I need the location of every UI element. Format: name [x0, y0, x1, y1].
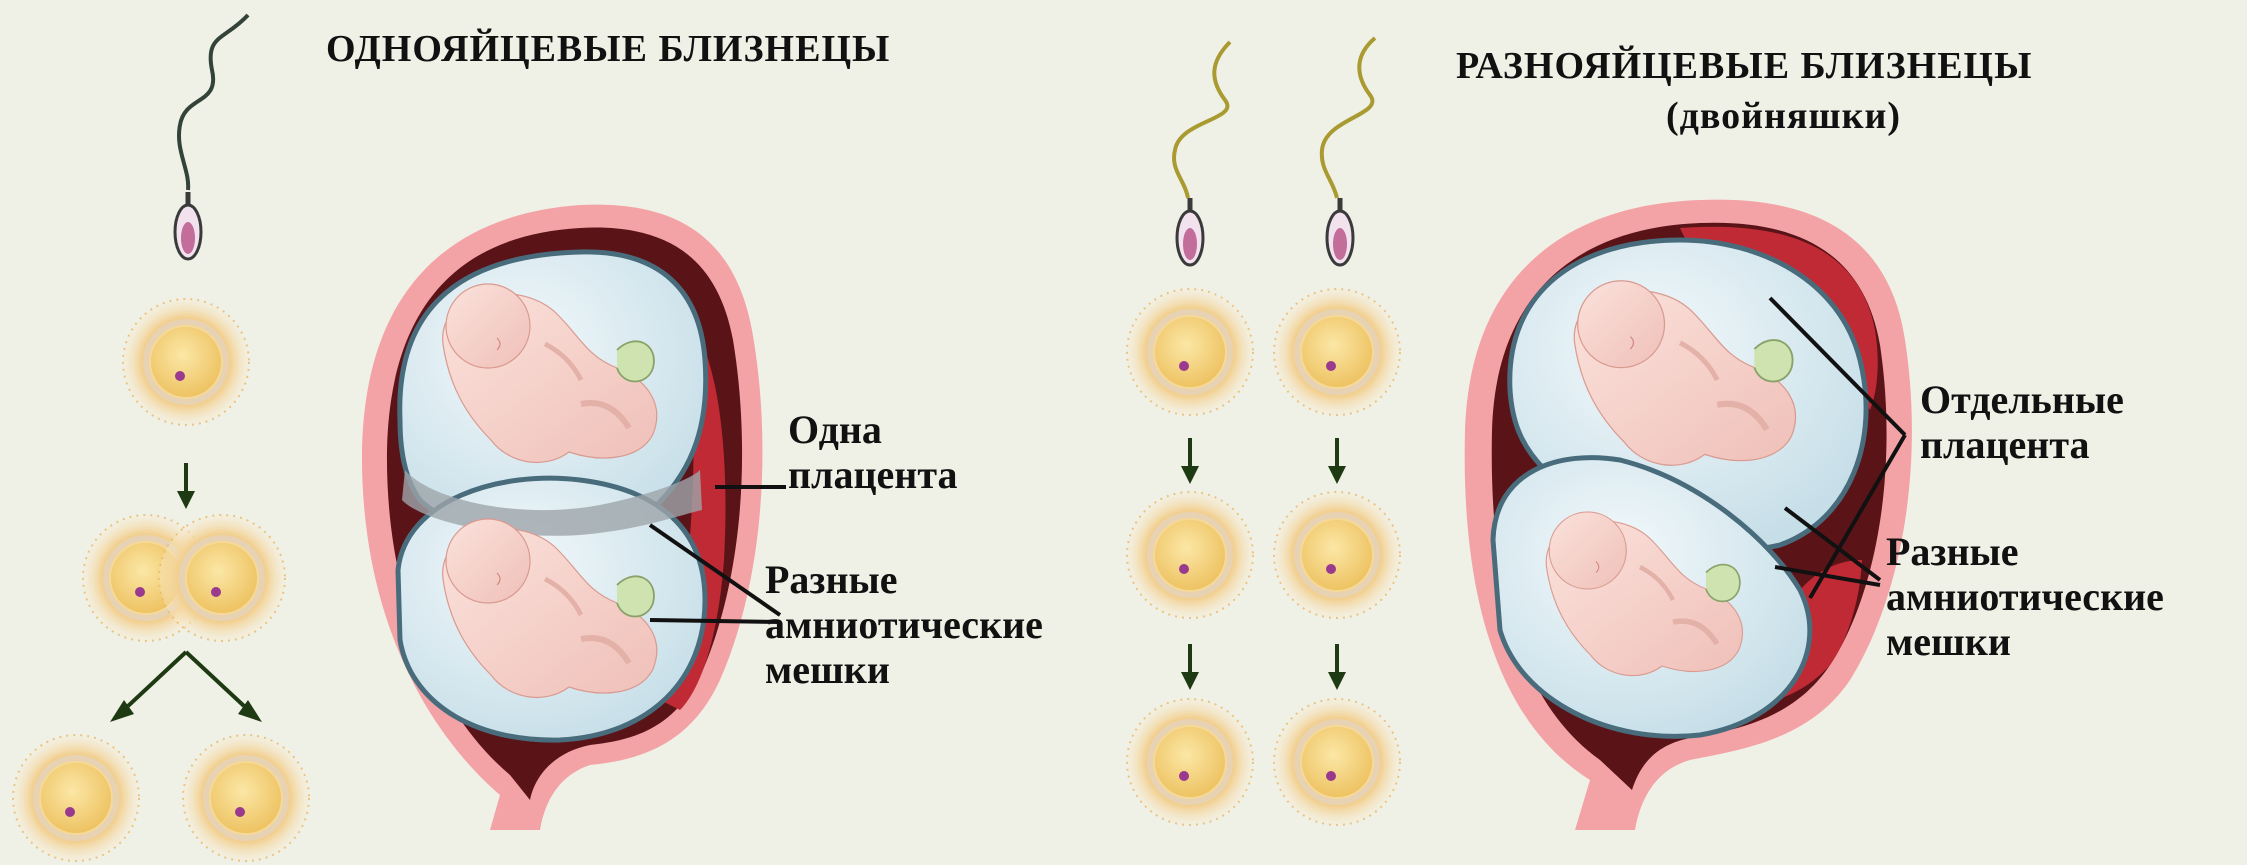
down-arrow-icon	[1328, 644, 1346, 690]
label-line: Отдельные	[1920, 378, 2124, 423]
different-sacs-label: Разные амниотические мешки	[765, 558, 1043, 692]
label-line: Одна	[788, 408, 957, 453]
sperm-icon	[1174, 42, 1230, 265]
down-arrow-icon	[1181, 438, 1199, 484]
egg-cell-icon	[1127, 492, 1253, 618]
fraternal-twins-section	[1127, 38, 1912, 830]
uterus-illustration	[1465, 200, 1912, 830]
label-line: Разные	[765, 558, 1043, 603]
sperm-icon	[1322, 38, 1375, 265]
down-arrow-icon	[1328, 438, 1346, 484]
separate-placentas-label: Отдельные плацента	[1920, 378, 2124, 468]
down-arrow-icon	[1181, 644, 1199, 690]
egg-cell-icon	[183, 735, 309, 861]
egg-cell-icon	[13, 735, 139, 861]
egg-cell-icon	[123, 299, 249, 425]
label-line: амниотические	[1886, 575, 2164, 620]
label-line: плацента	[788, 453, 957, 498]
split-arrows-icon	[110, 652, 262, 722]
down-arrow-icon	[177, 463, 195, 509]
sperm-icon	[175, 15, 248, 259]
identical-twins-section	[13, 15, 786, 861]
one-placenta-label: Одна плацента	[788, 408, 957, 498]
egg-cell-icon	[1274, 492, 1400, 618]
dividing-egg-icon	[83, 515, 285, 641]
label-line: Разные	[1886, 530, 2164, 575]
different-sacs-label: Разные амниотические мешки	[1886, 530, 2164, 664]
egg-cell-icon	[1274, 699, 1400, 825]
fraternal-subtitle: (двойняшки)	[1666, 95, 1901, 138]
label-line: мешки	[1886, 620, 2164, 665]
label-line: плацента	[1920, 423, 2124, 468]
fraternal-title: РАЗНОЯЙЦЕВЫЕ БЛИЗНЕЦЫ	[1456, 45, 2032, 88]
uterus-illustration	[362, 205, 762, 830]
egg-cell-icon	[1274, 289, 1400, 415]
label-line: амниотические	[765, 603, 1043, 648]
identical-title: ОДНОЯЙЦЕВЫЕ БЛИЗНЕЦЫ	[326, 28, 890, 71]
egg-cell-icon	[1127, 699, 1253, 825]
label-line: мешки	[765, 648, 1043, 693]
egg-cell-icon	[1127, 289, 1253, 415]
